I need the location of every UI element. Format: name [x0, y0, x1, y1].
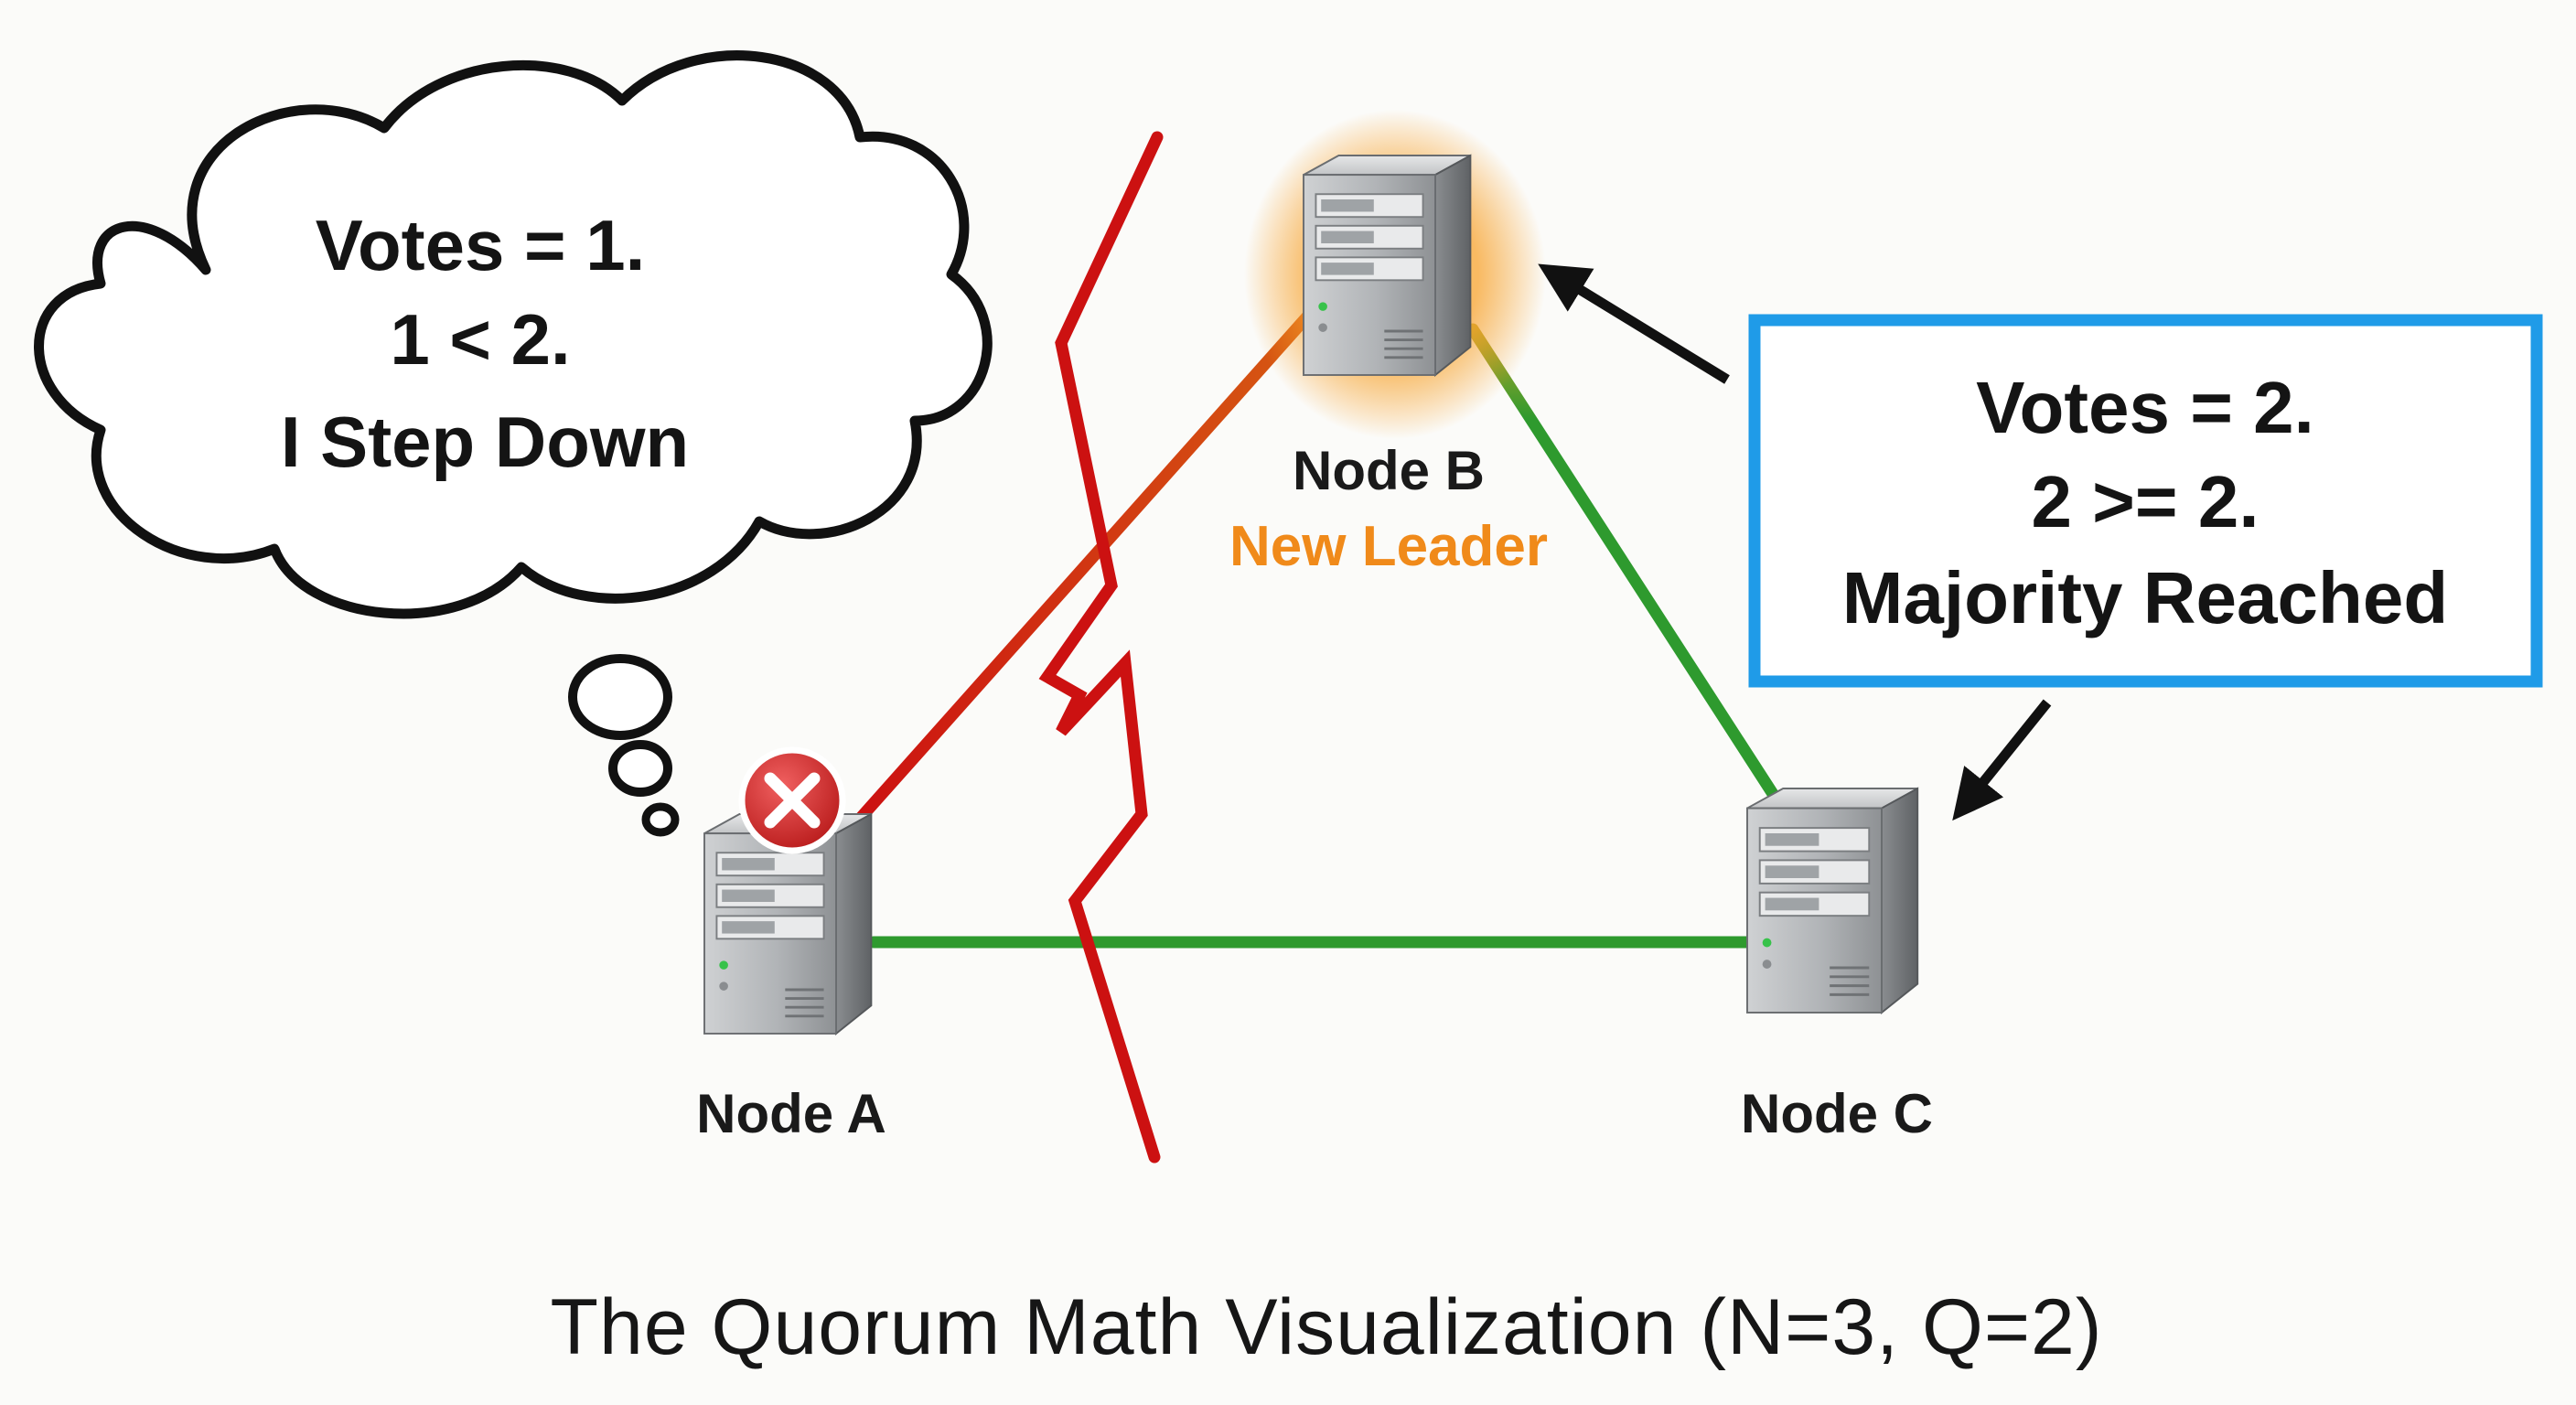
callout-line-1: Votes = 2. — [1976, 367, 2314, 448]
callout-line-3: Majority Reached — [1842, 557, 2448, 638]
node-a-label: Node A — [696, 1083, 886, 1144]
bubble-line-1: Votes = 1. — [316, 205, 646, 285]
thought-bubble: Votes = 1. 1 < 2. I Step Down — [34, 50, 993, 837]
page-title: The Quorum Math Visualization (N=3, Q=2) — [550, 1283, 2102, 1371]
error-x-icon — [738, 746, 846, 854]
callout-box: Votes = 2. 2 >= 2. Majority Reached — [1748, 314, 2543, 688]
arrow-icon-to-node-b — [1538, 263, 1730, 384]
thought-cloud — [34, 50, 993, 619]
server-icon-node-c[interactable] — [1745, 787, 1919, 1014]
thought-dot-small — [641, 802, 680, 837]
thought-dot-large — [568, 654, 672, 740]
bubble-line-3: I Step Down — [281, 402, 689, 482]
link-b-c — [1466, 323, 1801, 834]
link-a-b-broken — [853, 309, 1315, 825]
node-b-role-label: New Leader — [1229, 515, 1548, 578]
partition-bolt-icon — [1038, 131, 1164, 1164]
callout-line-2: 2 >= 2. — [2031, 461, 2259, 542]
node-b-label: Node B — [1293, 440, 1485, 501]
bubble-line-2: 1 < 2. — [390, 299, 570, 380]
arrow-icon-to-node-c — [1952, 699, 2052, 821]
server-icon-node-b[interactable] — [1302, 154, 1472, 377]
thought-dot-medium — [608, 740, 672, 797]
node-c-label: Node C — [1741, 1083, 1933, 1144]
